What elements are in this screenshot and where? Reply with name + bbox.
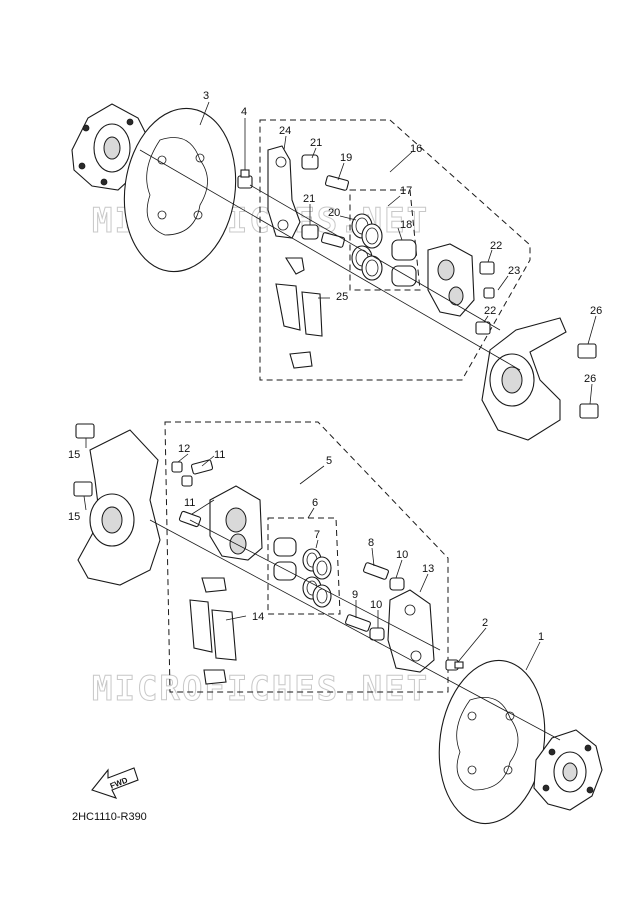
callout-5: 5 (326, 455, 332, 467)
callout-4: 4 (241, 106, 247, 118)
callout-26-top: 26 (590, 305, 602, 317)
upper-brake-disc (123, 107, 237, 273)
callout-9: 9 (352, 589, 358, 601)
callout-10-top: 10 (396, 549, 408, 561)
lower-piston-kit-boundary (267, 517, 341, 615)
lower-seals (302, 548, 332, 608)
callout-3: 3 (203, 90, 209, 102)
callout-19: 19 (340, 152, 352, 164)
callout-1: 1 (538, 631, 544, 643)
piston-kit-boundary (349, 189, 421, 291)
callout-17: 17 (400, 185, 412, 197)
callout-7: 7 (314, 529, 320, 541)
callout-22-bottom: 22 (484, 305, 496, 317)
callout-11-bottom: 11 (184, 497, 195, 509)
callout-10-bottom: 10 (370, 599, 382, 611)
upper-caliper-bracket (267, 145, 301, 239)
lower-caliper-bracket (387, 589, 435, 673)
lower-small-parts (171, 459, 214, 528)
callout-24: 24 (279, 125, 291, 137)
callout-15-top: 15 (68, 449, 80, 461)
upper-brake-pads (275, 257, 323, 369)
callout-15-bottom: 15 (68, 511, 80, 523)
upper-knuckle (481, 317, 599, 441)
callout-20: 20 (328, 207, 340, 219)
callout-13: 13 (422, 563, 434, 575)
upper-kit-boundary (259, 119, 531, 381)
fwd-arrow: FWD (91, 767, 139, 799)
callout-22-top: 22 (490, 240, 502, 252)
leader-lines (83, 101, 597, 671)
upper-pins (301, 154, 350, 248)
callout-26-bottom: 26 (584, 373, 596, 385)
callout-21-mid: 21 (303, 193, 315, 205)
callout-11-top: 11 (214, 449, 225, 461)
callout-12: 12 (178, 443, 190, 455)
callout-16: 16 (410, 143, 422, 155)
callout-25: 25 (336, 291, 348, 303)
drawing-code: 2HC1110-R390 (72, 811, 147, 823)
bolt-2 (445, 659, 464, 671)
lower-brake-pads (189, 577, 237, 685)
bolt-4 (237, 169, 253, 189)
callout-14: 14 (252, 611, 264, 623)
upper-bolts-22-23 (475, 261, 495, 335)
lower-brake-disc (438, 659, 546, 825)
callout-2: 2 (482, 617, 488, 629)
callout-8: 8 (368, 537, 374, 549)
upper-seals (351, 213, 383, 281)
lower-hub (533, 729, 603, 811)
upper-caliper-body (427, 243, 475, 317)
callout-18: 18 (400, 219, 412, 231)
lower-caliper-body (209, 485, 263, 561)
lower-knuckle (73, 423, 161, 586)
lower-pins (345, 562, 405, 641)
watermark-bottom: MICROFICHES.NET (92, 669, 429, 709)
callout-6: 6 (312, 497, 318, 509)
callout-23: 23 (508, 265, 520, 277)
callout-21-top: 21 (310, 137, 322, 149)
callouts: 3 4 24 21 16 19 17 21 20 18 22 23 25 22 … (68, 90, 602, 643)
